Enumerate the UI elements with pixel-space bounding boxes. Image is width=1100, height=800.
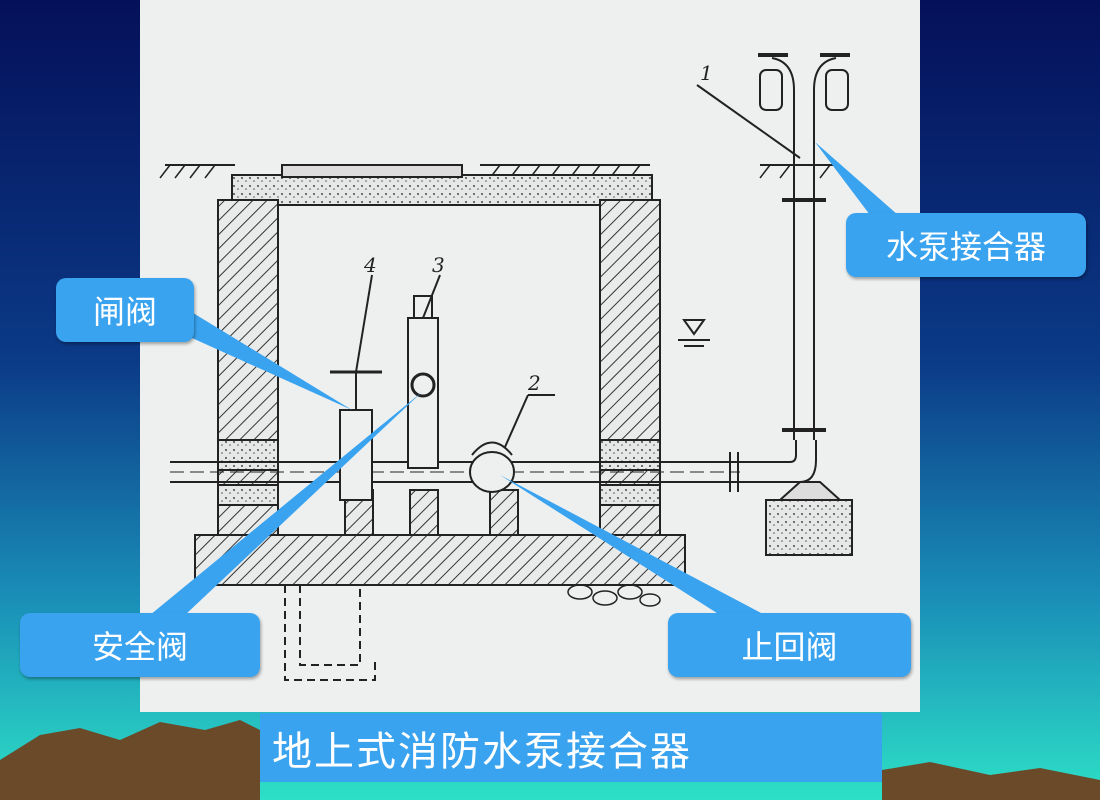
callout-check-valve: 止回阀: [668, 613, 911, 677]
part-number-4: 4: [363, 253, 377, 277]
part-number-3: 3: [432, 253, 445, 277]
part-number-1: 1: [700, 61, 713, 85]
callout-pump-connector: 水泵接合器: [846, 213, 1086, 277]
part-numbers: 1 4 3 2: [363, 61, 713, 395]
mountain-decoration: [0, 720, 1100, 800]
callout-safety-valve-label: 安全阀: [91, 628, 188, 666]
callout-gate-valve-label: 闸阀: [92, 293, 157, 331]
callout-safety-valve: 安全阀: [20, 613, 260, 677]
callout-check-valve-label: 止回阀: [741, 628, 838, 666]
callout-gate-valve: 闸阀: [56, 278, 194, 342]
slide-title: 地上式消防水泵接合器: [260, 713, 882, 782]
slide-title-text: 地上式消防水泵接合器: [272, 728, 692, 775]
part-number-2: 2: [527, 371, 541, 395]
callout-pump-connector-label: 水泵接合器: [885, 228, 1046, 266]
callout-pointers: [150, 142, 898, 615]
